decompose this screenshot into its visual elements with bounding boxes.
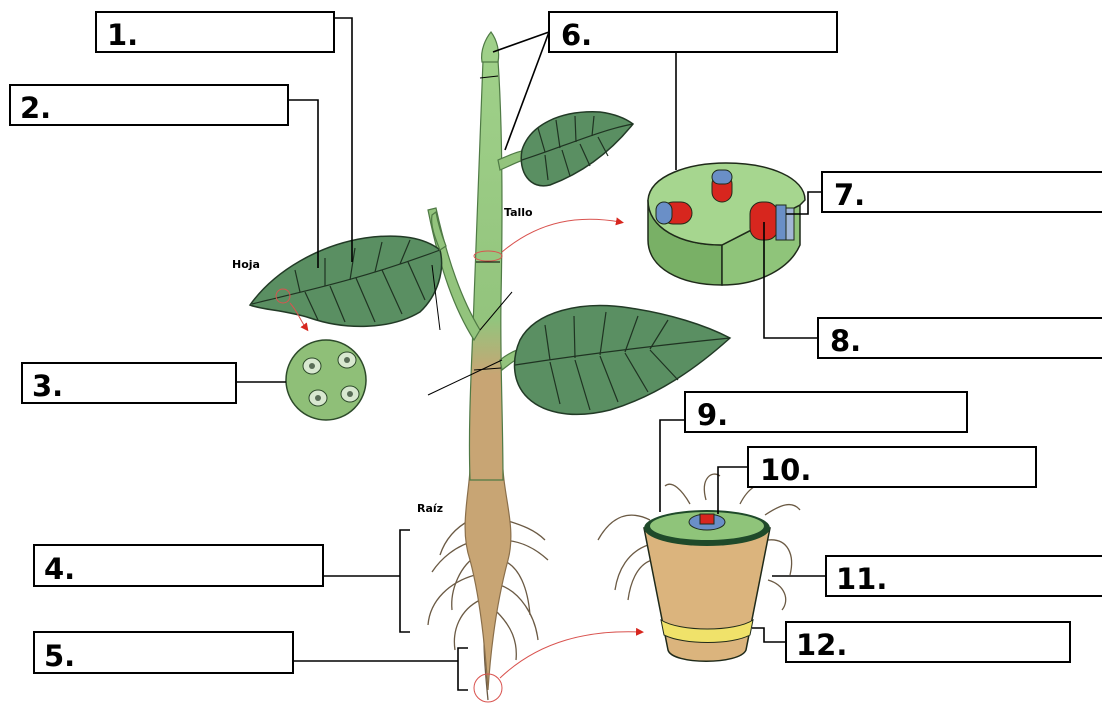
- label-box-7[interactable]: 7.: [822, 172, 1102, 212]
- root-caption: Raíz: [417, 502, 443, 515]
- label-number-7: 7.: [834, 178, 865, 212]
- main-stem: [469, 60, 503, 480]
- label-number-9: 9.: [697, 398, 728, 432]
- label-box-1[interactable]: 1.: [96, 12, 334, 52]
- stem-cross-section-inset: [474, 163, 805, 285]
- label-box-5[interactable]: 5.: [34, 632, 293, 673]
- leaf-caption: Hoja: [232, 258, 260, 271]
- label-box-3[interactable]: 3.: [22, 363, 236, 403]
- label-box-4[interactable]: 4.: [34, 545, 323, 586]
- label-box-12[interactable]: 12.: [786, 622, 1070, 662]
- upper-right-leaf: [521, 112, 633, 186]
- label-number-11: 11.: [836, 562, 887, 596]
- left-leaf: [250, 236, 442, 326]
- root-vascular-cylinder: [689, 514, 725, 530]
- label-box-2[interactable]: 2.: [10, 85, 288, 125]
- label-number-3: 3.: [32, 369, 63, 403]
- cut-face-bundle: [750, 202, 794, 240]
- label-number-6: 6.: [561, 18, 592, 52]
- taproot: [465, 470, 511, 690]
- vascular-bundle: [712, 170, 732, 202]
- label-box-8[interactable]: 8.: [818, 318, 1102, 358]
- terminal-bud: [482, 32, 499, 62]
- label-number-8: 8.: [830, 324, 861, 358]
- label-number-4: 4.: [44, 552, 75, 586]
- label-number-5: 5.: [44, 639, 75, 673]
- label-box-6[interactable]: 6.: [549, 12, 837, 52]
- root-cross-section-inset: [474, 474, 800, 702]
- label-number-12: 12.: [796, 628, 847, 662]
- vascular-bundle: [656, 202, 692, 224]
- label-box-11[interactable]: 11.: [826, 556, 1102, 596]
- stem-caption: Tallo: [504, 206, 533, 219]
- label-box-10[interactable]: 10.: [748, 447, 1036, 487]
- label-box-9[interactable]: 9.: [685, 392, 967, 432]
- label-number-1: 1.: [107, 18, 138, 52]
- label-number-2: 2.: [20, 91, 51, 125]
- label-number-10: 10.: [760, 453, 811, 487]
